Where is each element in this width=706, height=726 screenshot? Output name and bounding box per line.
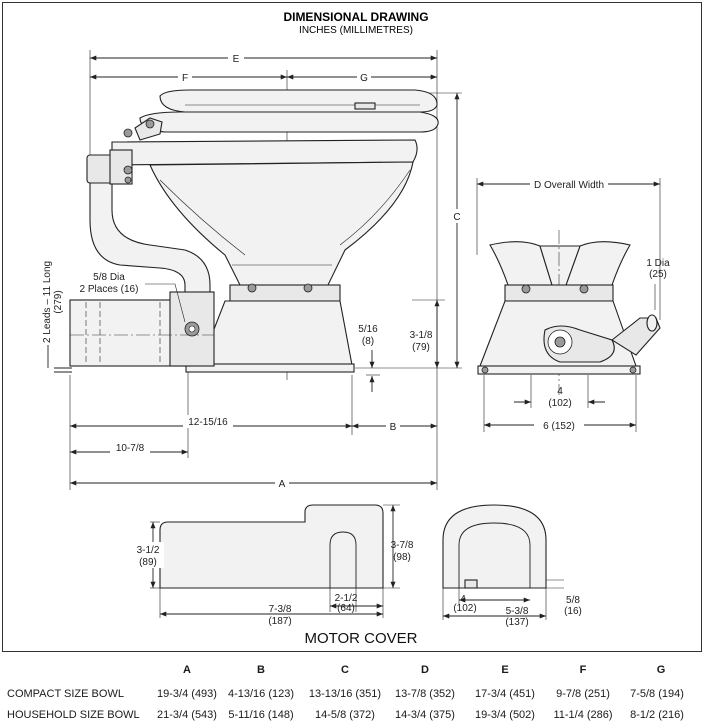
dim-4: 4 bbox=[557, 386, 563, 397]
table-cell: 4-13/16 (123) bbox=[227, 688, 295, 700]
dim-label-f: F bbox=[182, 73, 188, 84]
cover-dim-2-1-2: 2-1/2 bbox=[335, 593, 358, 604]
cover-dim-7-3-8: 7-3/8 bbox=[269, 604, 292, 615]
dim-5-16-mm: (8) bbox=[362, 336, 374, 347]
table-header-e: E bbox=[501, 664, 509, 676]
cover-dim-5-3-8-mm: (137) bbox=[505, 617, 528, 628]
cover-dim-3-1-2-mm: (89) bbox=[139, 557, 157, 568]
dim-6: 6 (152) bbox=[543, 421, 575, 432]
table-cell: 11-1/4 (286) bbox=[553, 709, 613, 721]
dim-5-16: 5/16 bbox=[358, 324, 378, 335]
drawing-frame bbox=[2, 2, 702, 652]
callout-leads-line2: (279) bbox=[53, 290, 64, 313]
dim-1-dia-mm: (25) bbox=[649, 269, 667, 280]
dim-overall-width: D Overall Width bbox=[534, 180, 604, 191]
table-header-c: C bbox=[341, 664, 349, 676]
motor-cover-side: 3-1/2 (89) 3-7/8 (98) 2-1/2 (64) 7-3/8 (… bbox=[130, 504, 418, 647]
dim-3-1-8: 3-1/8 bbox=[410, 330, 433, 341]
dim-1-dia: 1 Dia bbox=[646, 258, 670, 269]
dim-label-g: G bbox=[360, 73, 368, 84]
table-cell: 8-1/2 (216) bbox=[630, 709, 684, 721]
dim-3-1-8-mm: (79) bbox=[412, 342, 430, 353]
table-cell: 21-3/4 (543) bbox=[157, 709, 217, 721]
table-header-a: A bbox=[183, 664, 191, 676]
table-cell: 13-13/16 (351) bbox=[308, 688, 382, 700]
callout-holes-line1: 5/8 Dia bbox=[93, 272, 125, 283]
table-cell: 14-3/4 (375) bbox=[395, 709, 455, 721]
cover-dim-3-1-2: 3-1/2 bbox=[137, 545, 160, 556]
table-cell: 9-7/8 (251) bbox=[556, 688, 610, 700]
dim-label-b: B bbox=[390, 422, 397, 433]
motor-cover-front: 5/8 (16) 4 (102) 5-3/8 (137) bbox=[442, 504, 582, 628]
dim-10-7-8: 10-7/8 bbox=[116, 443, 145, 454]
row-label-compact: COMPACT SIZE BOWL bbox=[7, 688, 124, 700]
table-header-d: D bbox=[421, 664, 429, 676]
table-cell: 19-3/4 (493) bbox=[157, 688, 217, 700]
table-cell: 19-3/4 (502) bbox=[475, 709, 535, 721]
cover-dim-2-1-2-mm: (64) bbox=[337, 603, 355, 614]
front-view: D Overall Width 1 Dia (25) 4 (102) bbox=[476, 177, 670, 432]
cover-dim-4: 4 bbox=[460, 594, 466, 605]
table-cell: 5-11/16 (148) bbox=[228, 709, 294, 721]
cover-dim-4-mm: (102) bbox=[453, 603, 476, 614]
drawing-subtitle: INCHES (MILLIMETRES) bbox=[299, 25, 413, 36]
cover-dim-3-7-8-mm: (98) bbox=[393, 552, 411, 563]
table-cell: 7-5/8 (194) bbox=[630, 688, 684, 700]
dim-label-c: C bbox=[453, 212, 460, 223]
dim-label-e: E bbox=[233, 54, 240, 65]
motor-cover-title: MOTOR COVER bbox=[304, 630, 417, 647]
row-label-household: HOUSEHOLD SIZE BOWL bbox=[7, 709, 140, 721]
dimensional-drawing: DIMENSIONAL DRAWING INCHES (MILLIMETRES)… bbox=[42, 10, 670, 647]
table-cell: 14-5/8 (372) bbox=[315, 709, 375, 721]
table-header-g: G bbox=[656, 664, 666, 676]
dim-label-a: A bbox=[279, 479, 286, 490]
side-view: E F G C bbox=[42, 50, 463, 490]
cover-dim-5-8-mm: (16) bbox=[564, 606, 582, 617]
cover-dim-5-3-8: 5-3/8 bbox=[506, 606, 529, 617]
dim-12-15-16: 12-15/16 bbox=[188, 417, 228, 428]
dimension-table: A B C D E F G COMPACT SIZE BOWL 19-3/4 (… bbox=[0, 664, 706, 726]
callout-holes-line2: 2 Places (16) bbox=[80, 284, 139, 295]
cover-dim-7-3-8-mm: (187) bbox=[268, 616, 291, 627]
table-header-f: F bbox=[579, 664, 587, 676]
cover-dim-5-8: 5/8 bbox=[566, 595, 580, 606]
table-cell: 13-7/8 (352) bbox=[395, 688, 455, 700]
drawing-title: DIMENSIONAL DRAWING bbox=[283, 10, 428, 24]
cover-dim-3-7-8: 3-7/8 bbox=[391, 540, 414, 551]
dim-4-mm: (102) bbox=[548, 398, 571, 409]
table-header-b: B bbox=[257, 664, 265, 676]
callout-leads-line1: 2 Leads – 11 Long bbox=[42, 261, 53, 343]
table-cell: 17-3/4 (451) bbox=[475, 688, 535, 700]
